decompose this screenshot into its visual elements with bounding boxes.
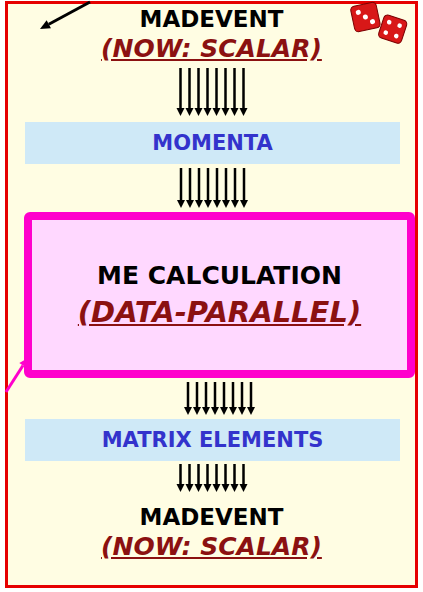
arrow-shaft [243,168,246,201]
arrow-shaft [223,382,226,408]
program-name: MADEVENT [8,4,415,34]
box-label: MOMENTA [152,130,273,156]
arrow-shaft [189,168,192,201]
arrow-head [247,407,255,415]
arrow-head [195,200,203,208]
arrow-head [240,200,248,208]
arrow-shaft [214,382,217,408]
arrow-head [222,200,230,208]
die-pip [386,19,392,25]
mode-note: (NOW: SCALAR) [8,532,415,562]
process-box: ME CALCULATION(DATA-PARALLEL) [24,212,415,378]
arrow-shaft [187,382,190,408]
die [378,14,408,44]
data-band: MOMENTA [25,122,400,164]
arrow-shaft [225,168,228,201]
outer-frame: MADEVENT(NOW: SCALAR)MADEVENT(NOW: SCALA… [5,1,418,588]
box-label: ME CALCULATION [97,259,342,293]
arrow-head [220,407,228,415]
program-name: MADEVENT [8,502,415,532]
arrow-head [229,407,237,415]
arrow-head [177,200,185,208]
die-pip [370,19,376,25]
die-pip [383,30,389,36]
dice-icon [350,2,381,33]
box-label: MATRIX ELEMENTS [102,427,324,453]
leader-line [6,366,23,393]
arrow-shaft [216,168,219,201]
arrow-heads [177,484,248,492]
arrow-shaft [241,382,244,408]
arrow-head [231,200,239,208]
arrow-shaft [232,382,235,408]
die-pip [355,9,361,15]
arrow-shaft [250,382,253,408]
leader-line [49,2,90,24]
arrow-head [238,407,246,415]
box-label: (DATA-PARALLEL) [78,293,361,331]
arrow-bundle [177,464,248,492]
arrow-bundle [177,168,248,208]
arrow-shafts [181,68,244,109]
arrow-head [204,200,212,208]
arrow-head [213,200,221,208]
arrow-shafts [181,464,244,485]
arrow-shaft [234,168,237,201]
arrow-shaft [196,382,199,408]
arrow-head [211,407,219,415]
data-band: MATRIX ELEMENTS [25,419,400,461]
dice-icon [378,14,408,44]
mode-note: (NOW: SCALAR) [8,34,415,64]
die [350,2,381,33]
arrow-shaft [198,168,201,201]
die-pip [393,33,399,39]
arrow-shaft [180,168,183,201]
arrow-bundle [177,68,248,116]
arrow-shaft [205,382,208,408]
die-pip [362,14,368,20]
arrow-head [186,200,194,208]
leader-head [40,20,51,29]
leader-arrow [40,2,90,29]
arrow-heads [177,108,248,116]
arrow-shaft [207,168,210,201]
arrow-head [193,407,201,415]
arrow-bundle [184,382,255,415]
arrow-head [184,407,192,415]
die-pip [397,23,403,29]
arrow-head [202,407,210,415]
